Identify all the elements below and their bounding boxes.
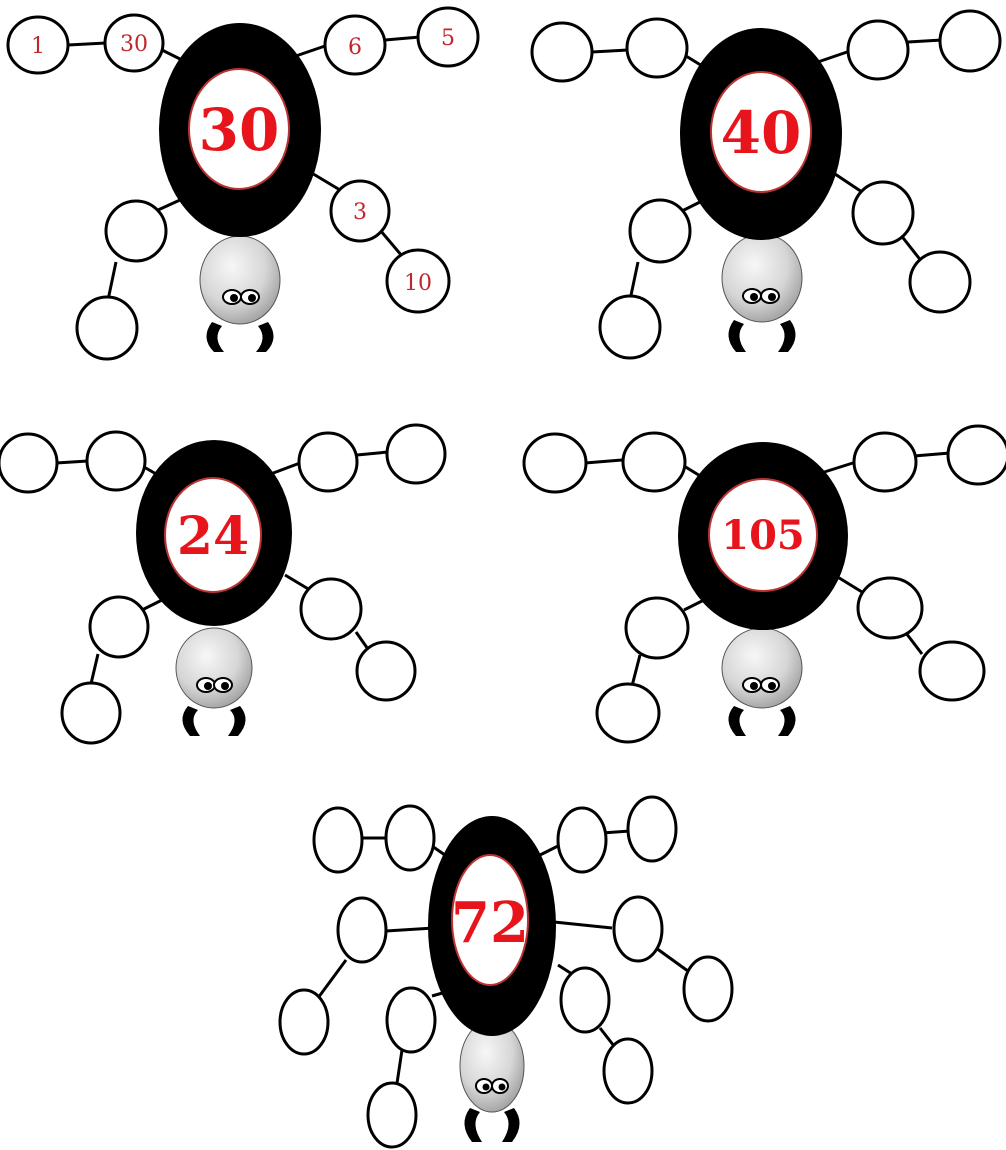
factor-node[interactable]	[385, 986, 437, 1054]
spider-105-body: 105	[678, 442, 848, 630]
factor-node[interactable]	[625, 17, 689, 79]
factor-node[interactable]	[946, 424, 1006, 486]
spider-number: 72	[451, 890, 529, 956]
spider-30-factors: 1 30 6 5 3 10	[31, 26, 455, 296]
factor-node[interactable]	[85, 430, 147, 492]
spider-40: 40	[530, 9, 1002, 360]
spider-24: 24	[0, 423, 447, 745]
factor-node[interactable]	[602, 1037, 654, 1105]
factor-node[interactable]	[103, 13, 165, 73]
factor-node[interactable]	[336, 896, 388, 964]
factor-node[interactable]	[312, 806, 364, 874]
factor-node[interactable]	[852, 431, 918, 493]
factor-node[interactable]	[556, 806, 608, 874]
spider-number: 40	[721, 99, 802, 167]
factor-node[interactable]	[355, 640, 417, 702]
spider-30-nodes	[6, 6, 480, 361]
spider-30: 1 30 6 5 3 10 30	[6, 6, 480, 361]
factor-node[interactable]	[60, 681, 122, 745]
spider-30-legs	[67, 35, 421, 301]
spider-105: 105	[522, 424, 1006, 744]
factor-node[interactable]	[88, 595, 150, 659]
factor-node[interactable]	[385, 423, 447, 485]
spider-24-head	[175, 627, 253, 736]
factor-node[interactable]	[856, 576, 924, 640]
factor-node[interactable]	[628, 198, 692, 264]
factor-value: 3	[353, 200, 367, 225]
spider-72-nodes	[278, 795, 734, 1149]
factor-node[interactable]	[938, 9, 1002, 73]
factor-value: 5	[441, 26, 455, 51]
factor-node[interactable]	[6, 15, 70, 75]
factor-value: 10	[404, 271, 432, 296]
factor-node[interactable]	[104, 199, 168, 263]
factor-node[interactable]	[682, 955, 734, 1023]
factor-node[interactable]	[612, 895, 664, 963]
spider-105-head	[721, 627, 803, 736]
factor-node[interactable]	[416, 6, 480, 68]
factor-node[interactable]	[626, 795, 678, 863]
spider-30-body: 30	[159, 23, 321, 237]
spider-24-nodes	[0, 423, 447, 745]
factor-node[interactable]	[522, 432, 588, 494]
factor-value: 30	[120, 32, 148, 57]
factor-node[interactable]	[559, 966, 611, 1034]
spider-24-body: 24	[136, 440, 292, 626]
spider-number: 105	[721, 512, 805, 559]
factor-node[interactable]	[624, 596, 690, 660]
factor-node[interactable]	[385, 248, 451, 314]
factor-node[interactable]	[299, 577, 363, 641]
spider-105-nodes	[522, 424, 1006, 744]
factor-node[interactable]	[908, 250, 972, 314]
factor-node[interactable]	[598, 294, 662, 360]
factor-node[interactable]	[384, 804, 436, 872]
spider-40-nodes	[530, 9, 1002, 360]
factor-node[interactable]	[278, 988, 330, 1056]
factor-node[interactable]	[329, 179, 391, 243]
spider-24-legs	[55, 450, 389, 689]
factor-node[interactable]	[366, 1081, 418, 1149]
factor-value: 1	[31, 34, 45, 59]
spider-72-head	[459, 1019, 525, 1142]
factor-value: 6	[348, 35, 362, 60]
factor-node[interactable]	[75, 295, 139, 361]
factor-node[interactable]	[297, 431, 359, 493]
factor-node[interactable]	[595, 682, 661, 744]
factor-node[interactable]	[851, 180, 915, 246]
spider-72-body: 72	[428, 816, 556, 1036]
factor-node[interactable]	[846, 19, 910, 81]
factor-node[interactable]	[530, 21, 594, 83]
spider-number: 30	[199, 96, 280, 164]
factor-node[interactable]	[323, 14, 387, 76]
spider-40-head	[721, 233, 803, 352]
spider-40-body: 40	[680, 28, 842, 240]
factor-node[interactable]	[621, 431, 687, 493]
factor-node[interactable]	[0, 432, 59, 494]
spider-30-head	[199, 235, 281, 352]
factor-node[interactable]	[918, 640, 986, 702]
spider-72: 72	[278, 795, 734, 1149]
spider-number: 24	[177, 506, 249, 567]
